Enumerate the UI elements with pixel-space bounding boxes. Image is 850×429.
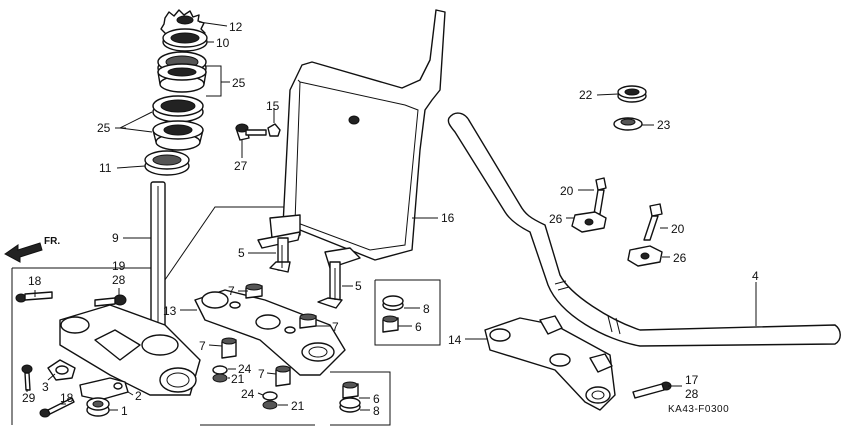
callout-17: 17 — [685, 373, 699, 387]
callout-28-right: 28 — [685, 387, 699, 401]
callout-labels: 12 10 25 25 11 9 15 27 16 5 5 7 7 7 7 13… — [22, 20, 759, 418]
front-direction-arrow: FR. — [4, 236, 60, 263]
upper-fork-bridge — [194, 283, 346, 410]
callout-26-upper: 26 — [549, 212, 563, 226]
callout-25-upper: 25 — [232, 76, 246, 90]
callout-9: 9 — [112, 231, 119, 245]
callout-26-lower: 26 — [673, 251, 687, 265]
callout-18-lower: 18 — [60, 391, 74, 405]
callout-15: 15 — [266, 99, 280, 113]
handlebar — [447, 112, 841, 347]
callout-21-right: 21 — [291, 399, 305, 413]
callout-1: 1 — [121, 404, 128, 418]
callout-22: 22 — [579, 88, 593, 102]
callout-23: 23 — [657, 118, 671, 132]
number-plate — [257, 9, 446, 309]
bottom-left-hardware — [15, 291, 129, 418]
callout-5-left: 5 — [238, 246, 245, 260]
callout-28-left: 28 — [112, 273, 126, 287]
callout-7-lower-right: 7 — [258, 367, 265, 381]
callout-20-left: 20 — [560, 184, 574, 198]
callout-21-left: 21 — [231, 372, 245, 386]
rubber-parts-box-a — [382, 295, 404, 333]
callout-8-lower: 8 — [373, 404, 380, 418]
callout-5-right: 5 — [355, 279, 362, 293]
callout-7-upper-right: 7 — [332, 320, 339, 334]
callout-20-right: 20 — [671, 222, 685, 236]
bolt-and-cap — [235, 123, 281, 141]
callout-29: 29 — [22, 391, 36, 405]
callout-24-left: 24 — [238, 362, 252, 376]
callout-27: 27 — [234, 159, 248, 173]
bearing-stack — [144, 9, 208, 176]
lower-holder-bridge — [484, 315, 672, 411]
callout-25-lower: 25 — [97, 121, 111, 135]
callout-2: 2 — [135, 389, 142, 403]
callout-7-lower-left: 7 — [199, 339, 206, 353]
callout-24-right: 24 — [241, 387, 255, 401]
diagram-code: KA43-F0300 — [668, 404, 729, 415]
callout-4: 4 — [752, 269, 759, 283]
direction-label: FR. — [44, 236, 60, 247]
callout-3: 3 — [42, 380, 49, 394]
rubber-parts-box-b — [339, 381, 361, 413]
callout-14: 14 — [448, 333, 462, 347]
callout-16: 16 — [441, 211, 455, 225]
handlebar-holders — [571, 85, 663, 267]
callout-6-upper: 6 — [415, 320, 422, 334]
callout-8-upper: 8 — [423, 302, 430, 316]
callout-19: 19 — [112, 259, 126, 273]
steering-stem — [59, 181, 201, 396]
callout-18-upper: 18 — [28, 274, 42, 288]
callout-13: 13 — [163, 304, 177, 318]
callout-7-upper-left: 7 — [228, 284, 235, 298]
callout-6-lower: 6 — [373, 392, 380, 406]
leader-lines — [26, 21, 757, 411]
callout-10: 10 — [216, 36, 230, 50]
callout-12: 12 — [229, 20, 243, 34]
callout-11: 11 — [99, 161, 112, 175]
